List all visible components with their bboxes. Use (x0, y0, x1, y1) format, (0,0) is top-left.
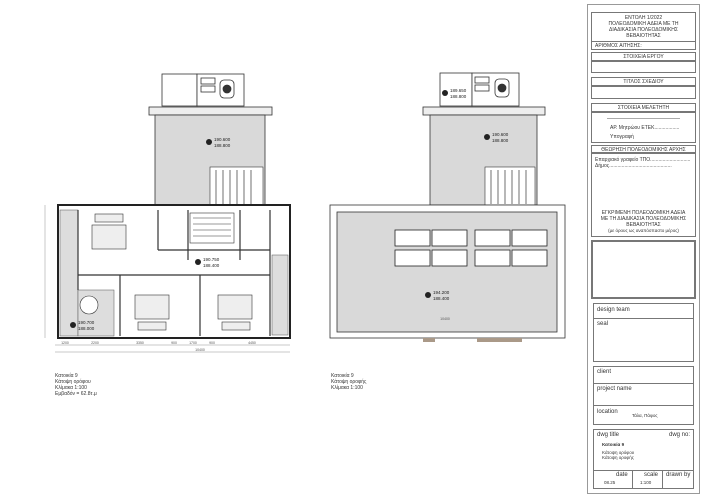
roof-plan-caption: Κατοικία 9 Κάτοψη οροφής Κλίμακα 1:100 (331, 373, 366, 391)
dwg-title-value: Κατοικία 9 (602, 442, 625, 447)
order-line: ΒΕΒΑΙΟΤΗΤΑΣ (626, 33, 661, 39)
solar-panels (394, 229, 548, 267)
order-line: ΕΝΤΟΛΗ 1/2022 (624, 15, 663, 21)
caption-line: Κάτοψη οροφής (331, 379, 367, 385)
title-block (587, 4, 700, 494)
floor-plan-caption: Κατοικία 9 Κάτοψη ορόφου Κλίμακα 1:100 Ε… (55, 373, 97, 397)
level-bottom: 188.800 (450, 94, 467, 99)
caption-line: Κάτοψη ορόφου (55, 379, 91, 385)
caption-line: Κλίμακα 1:100 (331, 385, 363, 391)
office-label: Επαρχιακό γραφείο ΤΠΟ...................… (595, 157, 691, 163)
balcony-left (59, 209, 79, 337)
stamp-box (591, 240, 696, 299)
approved-line: ΒΕΒΑΙΟΤΗΤΑΣ (626, 222, 661, 228)
scale-label: scale (644, 472, 659, 478)
dwg-title-label: dwg title (597, 432, 620, 438)
dim-label: 900 (171, 341, 177, 345)
level-bottom: 188.400 (203, 263, 220, 268)
designer-details-field: ΑΡ. Μητρώου ΕΤΕΚ.................. Υπογρ… (591, 112, 696, 143)
level-marker-icon (70, 322, 76, 328)
caption-line: Κλίμακα 1:100 (55, 385, 87, 391)
level-bottom: 188.800 (214, 143, 231, 148)
approved-line: (με όρους ως αναπόσπαστο μέρος) (608, 228, 679, 233)
order-line: ΠΟΛΕΟΔΟΜΙΚΗ ΑΔΕΙΑ ΜΕ ΤΗ (608, 21, 679, 27)
order-line: ΔΙΑΔΙΚΑΣΙΑ ΠΟΛΕΟΔΟΜΙΚΗΣ (609, 27, 678, 33)
design-team-label: design team (597, 307, 630, 313)
rooftop-equipment (422, 72, 546, 116)
roof-plan-drawing: 189.650 188.800 190.600 188.800 194.200 … (329, 72, 566, 342)
level-marker-icon (206, 139, 212, 145)
level-marker-icon (195, 259, 201, 265)
dim-total: 10400 (195, 348, 205, 352)
authority-field: Επαρχιακό γραφείο ΤΠΟ...................… (591, 153, 696, 237)
dim-total: 10400 (440, 317, 450, 321)
dim-label: 1700 (189, 341, 197, 345)
dim-label: 3350 (136, 341, 144, 345)
level-top: 194.200 (433, 290, 450, 295)
authority-header: ΘΕΩΡΗΣΗ ΠΟΛΕΟΔΟΜΙΚΗΣ ΑΡΧΗΣ (601, 147, 686, 153)
scale-value: 1:100 (640, 480, 652, 485)
level-top: 189.650 (450, 88, 467, 93)
drawing-title-header: ΤΙΤΛΟΣ ΣΧΕΔΙΟΥ (623, 79, 664, 85)
level-bottom: 188.800 (492, 138, 509, 143)
date-label: date (616, 472, 628, 478)
floor-plan-drawing: 1200 2200 3350 900 1700 900 4450 10400 1… (44, 73, 291, 353)
application-no-label: ΑΡΙΘΜΟΣ ΑΙΤΗΣΗΣ: (595, 43, 642, 49)
client-box: client project name location Τάλα, Πάφος (593, 366, 694, 425)
designer-details-header: ΣΤΟΙΧΕΙΑ ΜΕΛΕΤΗΤΗ (617, 105, 670, 111)
dim-label: 2200 (91, 341, 99, 345)
dim-label: 1200 (61, 341, 69, 345)
level-top: 190.600 (492, 132, 509, 137)
level-marker-icon (484, 134, 490, 140)
dim-label: 4450 (248, 341, 256, 345)
drawn-by-label: drawn by (666, 472, 691, 478)
project-details-header: ΣΤΟΙΧΕΙΑ ΕΡΓΟΥ (623, 54, 664, 60)
seal-label: seal (597, 321, 609, 327)
approved-line: ΕΓΚΡΙΜΕΝΗ ΠΟΛΕΟΔΟΜΙΚΗ ΑΔΕΙΑ (601, 210, 686, 216)
client-label: client (597, 369, 612, 375)
level-bottom: 188.000 (78, 326, 95, 331)
project-name-label: project name (597, 386, 632, 392)
dim-label: 900 (209, 341, 215, 345)
caption-line: Κατοικία 9 (55, 373, 78, 379)
rooftop-equipment (148, 73, 273, 116)
etek-no-label: ΑΡ. Μητρώου ΕΤΕΚ.................. (610, 125, 680, 131)
signature-label: Υπογραφή (610, 134, 634, 140)
level-top: 190.700 (78, 320, 95, 325)
location-label: location (597, 409, 618, 415)
design-team-box: design team seal (593, 303, 694, 362)
municipality-label: Δήμος...................................… (595, 163, 672, 169)
level-marker-icon (442, 90, 448, 96)
location-value: Τάλα, Πάφος (632, 413, 658, 418)
order-box: ΕΝΤΟΛΗ 1/2022 ΠΟΛΕΟΔΟΜΙΚΗ ΑΔΕΙΑ ΜΕ ΤΗ ΔΙ… (591, 12, 696, 50)
approved-line: ΜΕ ΤΗ ΔΙΑΔΙΚΑΣΙΑ ΠΟΛΕΟΔΟΜΙΚΗΣ (600, 216, 687, 222)
dwg-subtitle: Κάτοψη οροφής (602, 455, 634, 460)
dwg-no-label: dwg no: (668, 432, 690, 438)
project-details-field (591, 61, 696, 73)
level-bottom: 188.400 (433, 296, 450, 301)
level-top: 190.600 (214, 137, 231, 142)
caption-line: Εμβαδόν = 62.8τ.μ (55, 391, 97, 397)
date-value: 08.25 (604, 480, 616, 485)
level-marker-icon (425, 292, 431, 298)
dwg-box: dwg title dwg no: Κατοικία 9 Κάτοψη ορόφ… (593, 429, 694, 489)
dwg-subtitle: Κάτοψη ορόφου (602, 450, 635, 455)
balcony-right (271, 254, 289, 336)
drawing-title-field (591, 86, 696, 99)
caption-line: Κατοικία 9 (331, 373, 354, 379)
level-top: 190.750 (203, 257, 220, 262)
